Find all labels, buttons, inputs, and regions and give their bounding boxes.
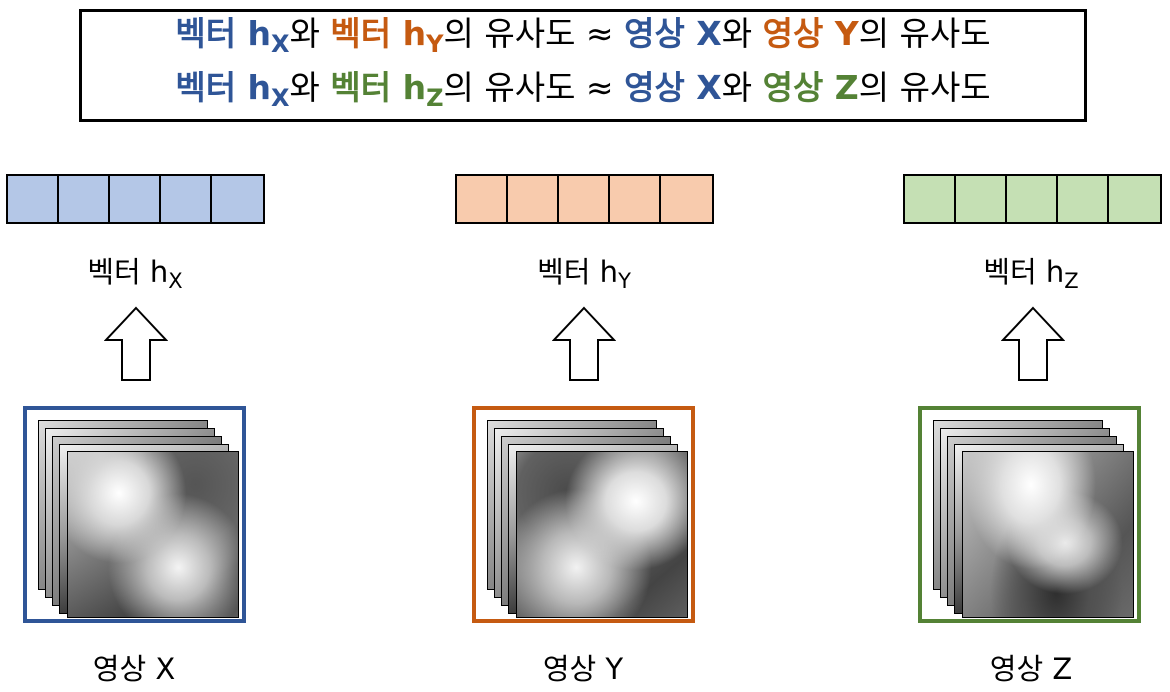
conjunction-text: 와 bbox=[721, 67, 763, 107]
image-z-label: 영상 Z bbox=[989, 652, 1073, 686]
vector-cell bbox=[1058, 176, 1109, 222]
conjunction-text: 와 bbox=[721, 13, 763, 53]
vector-cell bbox=[8, 176, 59, 222]
vector-label: 벡터 h bbox=[175, 13, 272, 53]
vector-hy-label: 벡터 hY bbox=[537, 249, 631, 293]
vector-label: 벡터 h bbox=[330, 67, 427, 107]
vector-cell bbox=[1007, 176, 1058, 222]
hollow-up-arrow-icon bbox=[104, 306, 168, 381]
vector-hx bbox=[6, 174, 265, 224]
vector-subscript: Z bbox=[426, 83, 444, 112]
vector-hx-term: 벡터 hX bbox=[175, 67, 289, 112]
vector-label: 벡터 h bbox=[330, 13, 427, 53]
vector-cell bbox=[1109, 176, 1160, 222]
vector-label-text: 벡터 h bbox=[87, 255, 169, 289]
vector-hz-label: 벡터 hZ bbox=[983, 249, 1078, 293]
satellite-image bbox=[962, 451, 1134, 618]
vector-cell bbox=[956, 176, 1007, 222]
vector-cell bbox=[161, 176, 212, 222]
vector-subscript: Z bbox=[1064, 269, 1079, 293]
satellite-image-stack-y bbox=[472, 406, 695, 623]
vector-label: 벡터 h bbox=[175, 67, 272, 107]
vector-label-text: 벡터 h bbox=[537, 255, 619, 289]
image-x-term: 영상 X bbox=[624, 67, 722, 107]
vector-hz-term: 벡터 hZ bbox=[330, 67, 443, 112]
vector-subscript: X bbox=[168, 269, 183, 293]
vector-subscript: X bbox=[271, 83, 290, 112]
satellite-image-stack-x bbox=[23, 406, 246, 623]
vector-subscript: Y bbox=[426, 29, 444, 58]
satellite-image bbox=[67, 451, 239, 618]
image-y-label: 영상 Y bbox=[542, 652, 624, 686]
vector-hz bbox=[903, 174, 1162, 224]
vector-hx-term: 벡터 hX bbox=[175, 13, 289, 58]
vector-hx-label: 벡터 hX bbox=[87, 249, 182, 293]
vector-subscript: X bbox=[271, 29, 290, 58]
vector-cell bbox=[559, 176, 610, 222]
vector-cell bbox=[59, 176, 110, 222]
vector-subscript: Y bbox=[618, 269, 631, 293]
hollow-up-arrow-icon bbox=[552, 306, 616, 381]
formula-line-1: 벡터 hX와 벡터 hY의 유사도 ≈ 영상 X와 영상 Y의 유사도 bbox=[175, 12, 990, 66]
image-x-label: 영상 X bbox=[92, 652, 176, 686]
hollow-up-arrow-icon bbox=[1001, 306, 1065, 381]
vector-cell bbox=[610, 176, 661, 222]
vector-cell bbox=[508, 176, 559, 222]
image-x-term: 영상 X bbox=[624, 13, 722, 53]
vector-cell bbox=[661, 176, 712, 222]
similarity-text: 의 유사도 bbox=[858, 67, 991, 107]
similarity-text: 의 유사도 bbox=[858, 13, 991, 53]
conjunction-text: 와 bbox=[289, 13, 331, 53]
satellite-image-stack-z bbox=[918, 406, 1141, 623]
vector-cell bbox=[212, 176, 263, 222]
vector-hy bbox=[455, 174, 714, 224]
satellite-image bbox=[516, 451, 688, 618]
image-y-term: 영상 Y bbox=[762, 13, 859, 53]
similarity-approx-text: 의 유사도 ≈ bbox=[443, 13, 625, 53]
vector-cell bbox=[905, 176, 956, 222]
vector-label-text: 벡터 h bbox=[983, 255, 1065, 289]
image-z-term: 영상 Z bbox=[762, 67, 859, 107]
conjunction-text: 와 bbox=[289, 67, 331, 107]
vector-hy-term: 벡터 hY bbox=[330, 13, 443, 58]
vector-cell bbox=[110, 176, 161, 222]
vector-cell bbox=[457, 176, 508, 222]
similarity-approx-text: 의 유사도 ≈ bbox=[443, 67, 625, 107]
similarity-formula-box: 벡터 hX와 벡터 hY의 유사도 ≈ 영상 X와 영상 Y의 유사도 벡터 h… bbox=[79, 9, 1087, 122]
formula-line-2: 벡터 hX와 벡터 hZ의 유사도 ≈ 영상 X와 영상 Z의 유사도 bbox=[175, 66, 990, 120]
